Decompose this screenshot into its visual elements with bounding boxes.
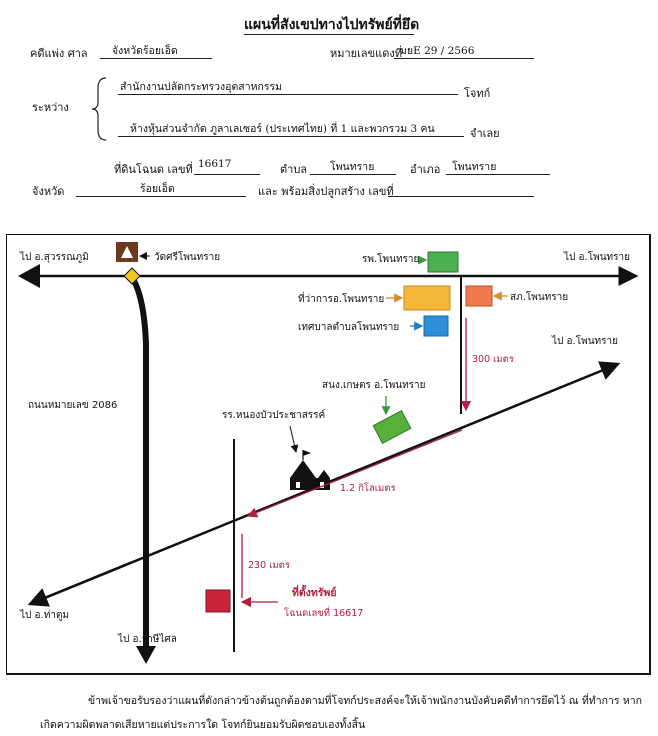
label-hospital: รพ.โพนทราย — [362, 252, 419, 265]
page-title: แผนที่สังเขปทางไปทรัพย์ที่ยึด — [244, 17, 420, 33]
hospital-marker — [427, 251, 459, 273]
province-value: ร้อยเอ็ด — [140, 183, 175, 195]
road-diagonal-west — [27, 561, 131, 607]
brace-icon — [91, 77, 107, 141]
arrow-south-icon — [136, 646, 156, 664]
province-label: จังหวัด — [32, 185, 65, 198]
label-distance-300: 300 เมตร — [472, 354, 514, 365]
defendant-role: จำเลย — [470, 127, 500, 140]
label-temple: วัดศรีโพนทราย — [154, 250, 220, 263]
court-value: จังหวัดร้อยเอ็ด — [112, 45, 178, 57]
label-municipality: เทศบาลตำบลโพนทราย — [298, 320, 399, 333]
arrow-west-icon — [18, 264, 40, 288]
case-no-value: มยE 29 / 2566 — [400, 45, 475, 57]
building-label: และ พร้อมสิ่งปลูกสร้าง เลขที่ — [258, 185, 394, 198]
label-to-rasisalai: ไป อ.ราษีไศล — [117, 633, 177, 645]
footer-line-1: ข้าพเจ้าขอรับรองว่าแผนที่ดังกล่าวข้างต้น… — [88, 695, 643, 707]
label-to-phonsai-right: ไป อ.โพนทราย — [551, 334, 618, 347]
district-underline — [446, 174, 550, 175]
label-to-thatum: ไป อ.ท่าตูม — [19, 609, 69, 621]
case-label: คดีแพ่ง ศาล — [30, 47, 88, 60]
sketch-map: ไป อ.สุวรรณภูมิ วัดศรีโพนทราย รพ.โพนทราย… — [6, 234, 651, 675]
plaintiff-value: สำนักงานปลัดกระทรวงอุตสาหกรรม — [120, 81, 283, 93]
province-underline — [76, 196, 246, 197]
police-marker — [465, 285, 493, 307]
subdistrict-label: ตำบล — [280, 163, 308, 176]
map-frame — [6, 234, 651, 675]
label-to-phonsai-top: ไป อ.โพนทราย — [563, 250, 630, 263]
label-district-office: ที่ว่าการอ.โพนทราย — [298, 291, 384, 305]
title-underline — [244, 34, 414, 35]
district-value: โพนทราย — [452, 161, 497, 173]
deed-label: ที่ดินโฉนด เลขที่ — [114, 163, 193, 176]
subdistrict-value: โพนทราย — [330, 161, 375, 173]
case-no-underline — [394, 58, 534, 59]
defendant-underline — [118, 136, 464, 137]
label-distance-230: 230 เมตร — [248, 560, 290, 571]
court-underline — [100, 58, 212, 59]
road-2086 — [128, 274, 149, 654]
footer-line-2: เกิดความผิดพลาดเสียหายแต่ประการใด โจทก์ย… — [40, 719, 366, 731]
label-road-2086: ถนนหมายเลข 2086 — [28, 400, 117, 411]
district-office-marker — [403, 285, 451, 311]
municipality-marker — [423, 315, 449, 337]
case-no-label: หมายเลขแดงที่ — [330, 47, 402, 60]
label-property-deed: โฉนดเลขที่ 16617 — [284, 606, 363, 619]
between-label: ระหว่าง — [32, 101, 69, 114]
traffic-sign-icon — [123, 267, 141, 285]
plaintiff-underline — [118, 94, 458, 95]
school-icon — [290, 450, 330, 490]
label-school: รร.หนองบัวประชาสรรค์ — [222, 409, 325, 421]
defendant-value: ห้างหุ้นส่วนจำกัด ภูลาเลเซอร์ (ประเทศไทย… — [130, 123, 435, 135]
plaintiff-role: โจทก์ — [464, 87, 491, 100]
label-property: ที่ตั้งทรัพย์ — [292, 584, 337, 599]
building-underline — [388, 196, 534, 197]
label-to-suwannaphum: ไป อ.สุวรรณภูมิ — [19, 251, 89, 263]
subdistrict-underline — [310, 174, 396, 175]
deed-underline — [194, 174, 260, 175]
label-agri-office: สนง.เกษตร อ.โพนทราย — [322, 378, 426, 391]
agri-office-marker — [372, 409, 412, 445]
district-label: อำเภอ — [410, 163, 441, 176]
property-marker — [205, 589, 231, 613]
deed-value: 16617 — [198, 158, 232, 170]
label-distance-1-2: 1.2 กิโลเมตร — [340, 482, 396, 494]
label-police: สภ.โพนทราย — [510, 290, 568, 303]
